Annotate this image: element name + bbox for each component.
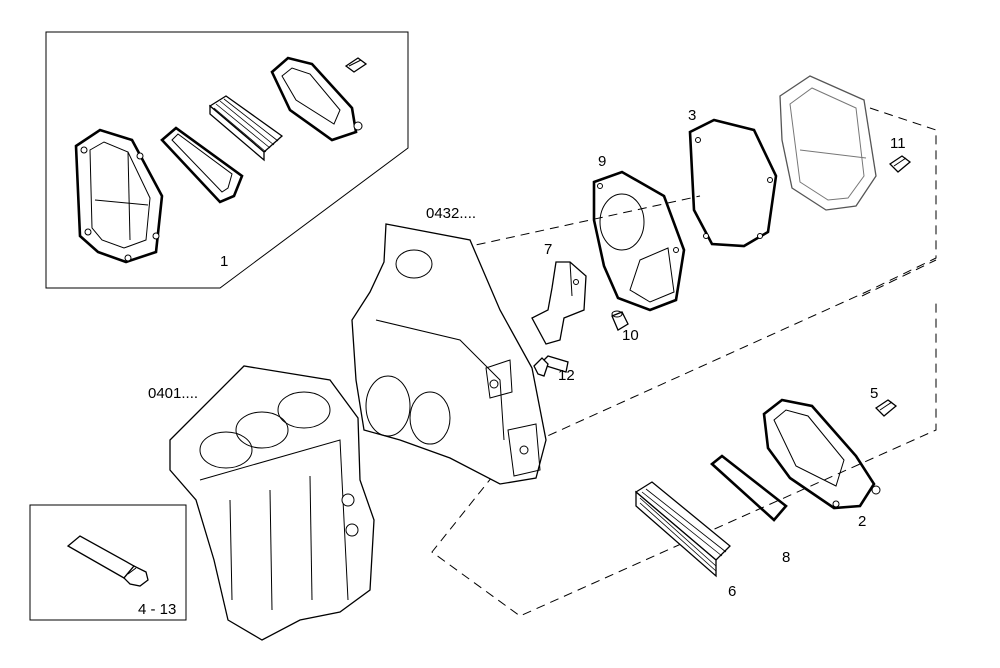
- dowel-10: [611, 310, 629, 331]
- sealant-box: [29, 504, 187, 621]
- label-ref-0432: 0432....: [426, 205, 476, 222]
- label-part-9: 9: [598, 153, 606, 170]
- bolt-12: [533, 355, 569, 377]
- label-part-3: 3: [688, 107, 696, 124]
- label-part-12: 12: [558, 367, 575, 384]
- gasket-8: [709, 454, 788, 522]
- engine-block: [169, 365, 375, 641]
- kit-cover: [74, 128, 164, 264]
- kit-filter: [208, 95, 284, 162]
- label-part-2: 2: [858, 513, 866, 530]
- label-part-7: 7: [544, 241, 552, 258]
- label-part-8: 8: [782, 549, 790, 566]
- screw-11: [888, 155, 912, 173]
- label-part-6: 6: [728, 583, 736, 600]
- assembly-boundary: [431, 107, 937, 617]
- label-part-10: 10: [622, 327, 639, 344]
- kit-frame: [45, 31, 409, 289]
- housing-2: [762, 398, 881, 510]
- bracket-7: [531, 261, 587, 345]
- kit-screw: [344, 57, 368, 73]
- kit-gasket: [160, 126, 244, 204]
- label-part-11: 11: [890, 135, 906, 152]
- rear-cover: [779, 75, 877, 211]
- plate-9: [592, 170, 686, 312]
- gasket-3: [688, 118, 778, 248]
- timing-case: [351, 223, 547, 485]
- label-part-4-13: 4 - 13: [138, 601, 176, 618]
- label-part-5: 5: [870, 385, 878, 402]
- screw-5: [874, 399, 898, 417]
- label-part-1: 1: [220, 253, 228, 270]
- kit-housing: [270, 56, 363, 142]
- filter-6: [634, 481, 731, 578]
- label-ref-0401: 0401....: [148, 385, 198, 402]
